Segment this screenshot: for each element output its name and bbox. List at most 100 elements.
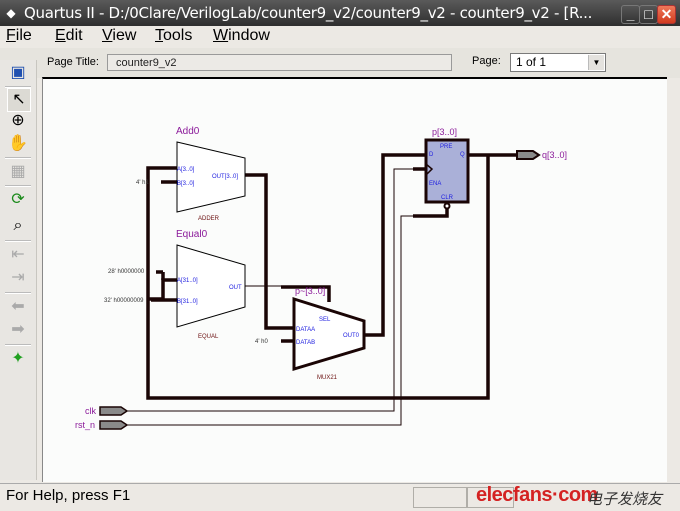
equal-type: EQUAL [198,334,219,340]
menu-file[interactable]: File [6,26,32,46]
maximize-icon: □ [644,6,653,22]
status-help-text: For Help, press F1 [6,487,131,504]
menu-tools-label: ools [163,27,193,44]
equal-const-b: 32' h00000009 [104,298,144,304]
mux-port-dataa: DATAA [296,327,315,333]
adder-block [176,141,246,213]
minimize-button[interactable]: _ [621,5,640,24]
menu-file-label: ile [15,27,32,44]
menu-view-mnemonic: V [102,27,113,44]
next-page-icon[interactable]: ⇥ [11,269,25,286]
chevron-down-icon[interactable]: ▼ [588,55,604,70]
register-instance-name: p[3..0] [432,127,457,137]
watermark-logo: elecfans·com [476,484,598,506]
mux-block [292,296,366,372]
left-toolbar: ▣ ↖ ⊕ ✋ ▦ ⟳ ⌕ ⇤ ⇥ ⬅ ➡ ✦ [0,60,37,480]
menu-file-mnemonic: F [6,27,16,44]
toolbar-separator [5,157,31,159]
input-pin-clk [99,406,129,416]
equal-const-a: 28' h0000000 [108,269,145,275]
register-clr-bubble [443,202,451,210]
toolbar-separator [5,292,31,294]
input-pin-rst-n-label: rst_n [75,420,95,430]
menu-edit[interactable]: Edit [55,26,83,46]
rtl-schematic: Add0 A[3..0] B[3..0] OUT[3..0] ADDER 4' … [75,126,567,430]
wire-rst-n [127,215,413,426]
mux-type: MUX21 [317,375,338,381]
page-title-field[interactable]: counter9_v2 [107,54,452,71]
page-title-label: Page Title: [47,56,99,68]
back-icon[interactable]: ⬅ [11,298,25,315]
equal-block [176,244,246,328]
wire-adder-out [245,173,294,330]
toolbar-separator [5,185,31,187]
fit-window-icon[interactable]: ▦ [10,163,26,180]
adder-type: ADDER [198,216,220,222]
register-clock-marker [425,163,434,176]
toolbar-separator [5,344,31,346]
wire-feedback-loop [146,156,490,400]
mux-const-b: 4' h0 [255,339,268,345]
mux-port-out: OUT0 [343,333,360,339]
parrot-icon[interactable]: ✦ [11,350,25,367]
previous-page-icon[interactable]: ⇤ [11,246,25,263]
refresh-icon[interactable]: ⟳ [11,191,25,208]
wire-mux-out [364,153,426,337]
register-port-d: D [429,152,434,158]
menu-edit-label: dit [65,27,83,44]
output-pin-q-label: q[3..0] [542,150,567,160]
find-icon[interactable]: ⌕ [13,217,23,234]
menu-window-mnemonic: W [213,27,229,44]
register-port-ena: ENA [429,181,441,187]
menu-window-label: indow [228,27,270,44]
adder-port-b: B[3..0] [177,181,195,187]
input-pin-clk-label: clk [85,406,96,416]
equal-instance-name: Equal0 [176,229,208,240]
close-button[interactable]: ✕ [657,5,676,24]
mux-port-datab: DATAB [296,340,315,346]
hand-tool-icon[interactable]: ✋ [8,135,28,152]
title-bar: ◆ Quartus II - D:/0Clare/VerilogLab/coun… [0,0,680,26]
menu-bar: File Edit View Tools Window [0,26,680,48]
adder-instance-name: Add0 [176,126,200,137]
menu-window[interactable]: Window [213,26,270,46]
selection-tool-icon[interactable]: ↖ [7,88,31,112]
zoom-tool-icon[interactable]: ⊕ [11,112,25,129]
schematic-canvas[interactable]: Add0 A[3..0] B[3..0] OUT[3..0] ADDER 4' … [42,77,667,482]
adder-port-out: OUT[3..0] [212,174,238,180]
register-port-clr: CLR [441,195,454,201]
netlist-navigator-icon[interactable]: ▣ [10,64,26,81]
menu-edit-mnemonic: E [55,27,66,44]
wire-equal-a [148,278,177,301]
quartus-icon: ◆ [6,6,16,20]
wire-mux-sel [281,285,331,302]
output-pin-q [516,150,541,160]
window-title: Quartus II - D:/0Clare/VerilogLab/counte… [24,4,593,22]
menu-tools[interactable]: Tools [155,26,192,46]
adder-port-a: A[3..0] [177,167,195,173]
mux-port-sel: SEL [319,317,331,323]
equal-port-a: A[31..0] [177,278,198,284]
maximize-button[interactable]: □ [639,5,658,24]
register-port-pre: PRE [440,144,452,150]
close-icon: ✕ [660,6,673,22]
toolbar-separator [5,240,31,242]
page-select-value: 1 of 1 [516,55,547,69]
register-port-q: Q [460,152,465,158]
watermark-cn: 电子发烧友 [587,490,663,508]
adder-const-b: 4' h1 [136,180,149,186]
menu-view-label: iew [112,27,137,44]
menu-view[interactable]: View [102,26,136,46]
status-pane [413,487,467,508]
page-label: Page: [472,55,501,67]
menu-tools-mnemonic: T [155,27,163,44]
register-block [424,138,470,204]
equal-port-out: OUT [229,285,242,291]
page-select[interactable]: 1 of 1 ▼ [510,53,606,72]
equal-port-b: B[31..0] [177,299,198,305]
forward-icon[interactable]: ➡ [11,321,25,338]
page-toolstrip: Page Title: counter9_v2 Page: 1 of 1 ▼ [0,48,680,78]
minimize-icon: _ [626,6,635,22]
mux-instance-name: p~[3..0] [295,286,325,296]
